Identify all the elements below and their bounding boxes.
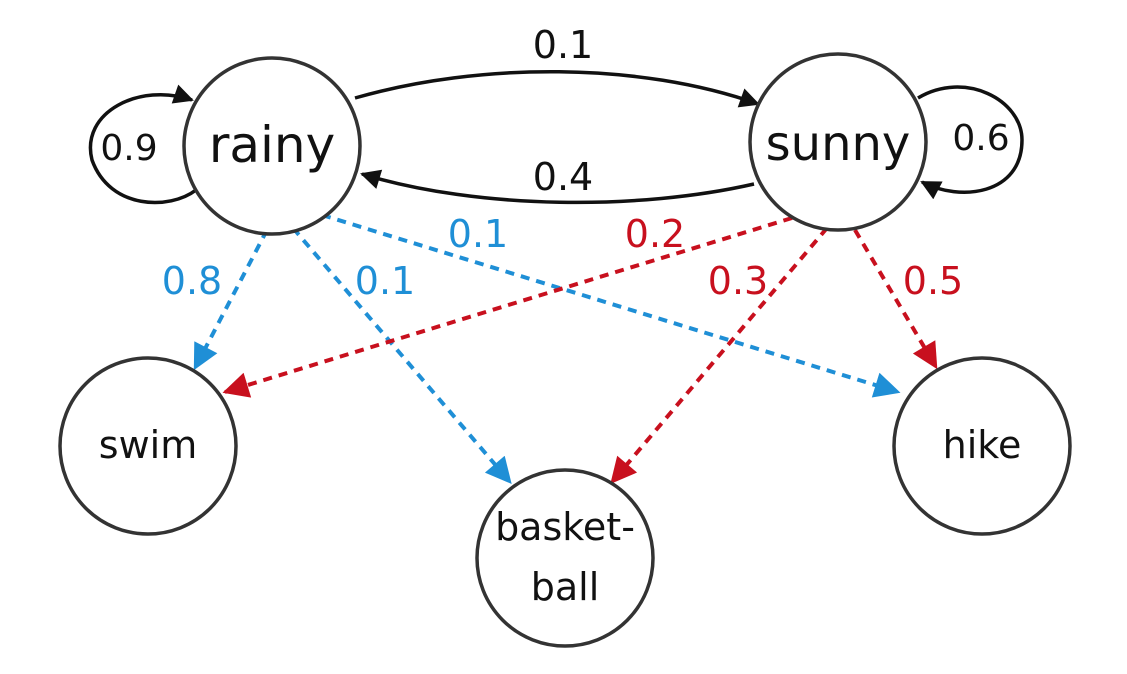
rainy-rainy-prob: 0.9 <box>100 128 157 169</box>
basketball-node <box>475 468 655 648</box>
sunny-swim-prob: 0.2 <box>625 212 685 256</box>
rainy-to-hike-arrow <box>321 213 901 398</box>
rainy-to-sunny-arrow <box>354 69 760 108</box>
hike-label: hike <box>943 423 1022 467</box>
swim-label: swim <box>99 423 197 467</box>
swim-node <box>58 356 238 536</box>
rainy-swim-prob: 0.8 <box>162 259 222 303</box>
rainy-to-basketball-arrow <box>291 226 512 484</box>
sunny-self-loop <box>917 85 1024 200</box>
sunny-sunny-prob: 0.6 <box>952 118 1009 159</box>
basketball-label-line2: ball <box>531 565 600 609</box>
sunny-label: sunny <box>766 116 911 172</box>
rainy-basketball-prob: 0.1 <box>355 259 415 303</box>
sunny-to-rainy-arrow <box>360 169 755 205</box>
rainy-node <box>182 56 362 236</box>
basketball-label-line1: basket- <box>495 505 635 549</box>
sunny-to-hike-arrow <box>853 228 938 370</box>
sunny-to-basketball-arrow <box>610 226 829 484</box>
sunny-node <box>748 52 928 232</box>
sunny-to-swim-arrow <box>222 216 793 398</box>
sunny-hike-prob: 0.5 <box>903 259 963 303</box>
sunny-rainy-prob: 0.4 <box>533 155 593 199</box>
rainy-label: rainy <box>209 116 335 174</box>
hike-node <box>892 356 1072 536</box>
rainy-self-loop <box>88 84 198 205</box>
rainy-to-swim-arrow <box>193 229 269 371</box>
rainy-sunny-prob: 0.1 <box>533 23 593 67</box>
sunny-basketball-prob: 0.3 <box>708 259 768 303</box>
rainy-hike-prob: 0.1 <box>448 212 508 256</box>
